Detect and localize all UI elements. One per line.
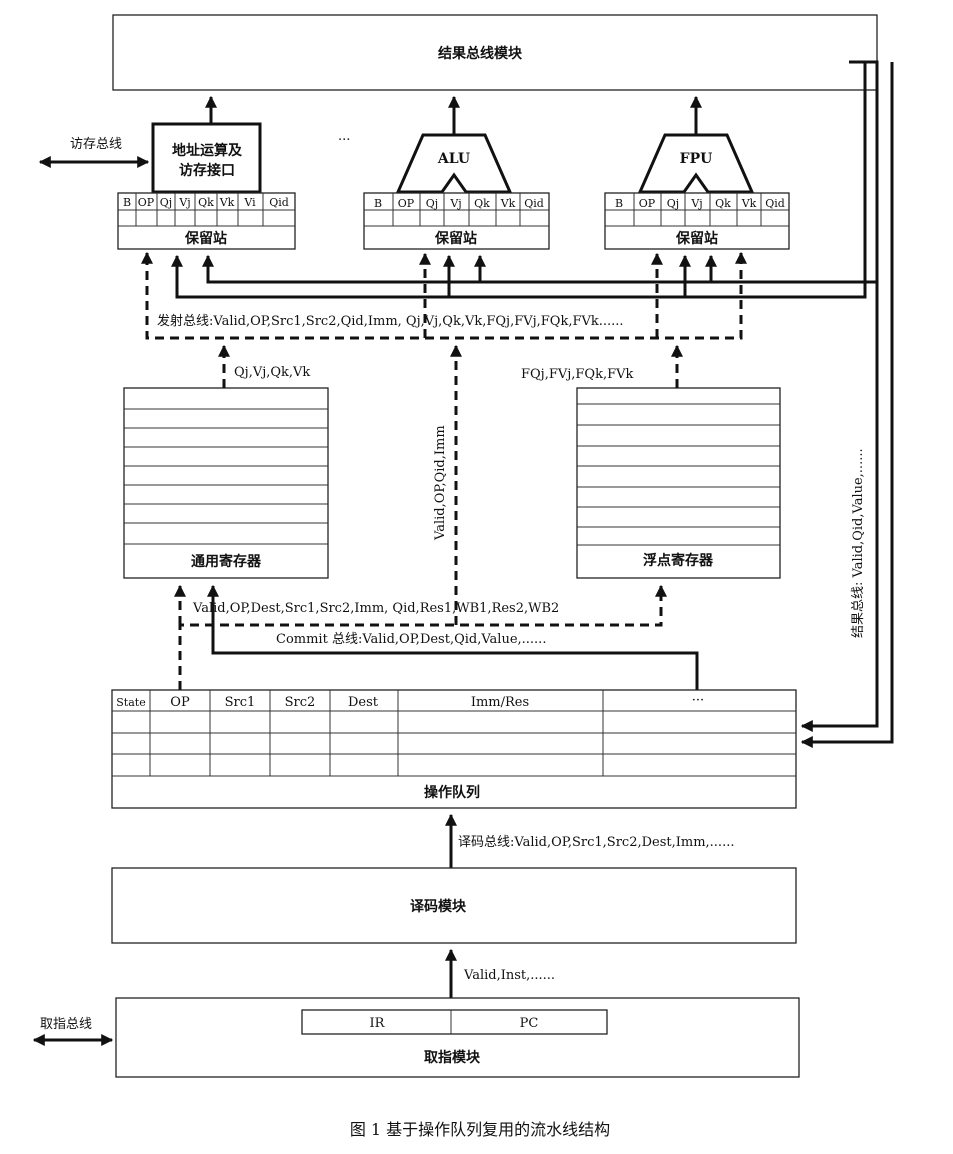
rs3-label: 保留站 [675,230,718,247]
queue-to-registers-label: Valid,OP,Dest,Src1,Src2,Imm, Qid,Res1,WB… [192,601,559,616]
decode-module-label: 译码模块 [410,898,467,915]
reservation-station-1: B OP Qj Vj Qk Vk Vi Qid 保留站 [117,192,296,250]
result-bus-module: 结果总线模块 [112,14,878,91]
address-unit: 地址运算及 访存接口 [151,122,262,194]
rs1-field-qk: Qk [198,196,214,209]
address-unit-line1: 地址运算及 [172,142,243,159]
address-unit-line2: 访存接口 [179,162,235,179]
more-units-ellipsis: ... [338,129,350,144]
rs3-field-vk: Vk [741,197,757,210]
alu-unit: ALU [395,133,513,194]
rs3-field-qid: Qid [765,197,785,210]
decode-bus-label: 译码总线:Valid,OP,Src1,Src2,Dest,Imm,...... [458,835,734,850]
queue-header-more: ··· [692,693,704,708]
commit-bus-label: Commit 总线:Valid,OP,Dest,Qid,Value,...... [276,632,546,647]
general-registers-label: 通用寄存器 [191,553,262,570]
rs1-field-b: B [123,196,131,209]
rs3-field-qj: Qj [667,197,679,210]
operation-queue-label: 操作队列 [424,784,480,801]
rs3-field-vj: Vj [690,197,702,210]
alu-label: ALU [437,151,470,167]
result-bus-feedback-lines [171,60,894,748]
rs2-label: 保留站 [434,230,477,247]
rs3-field-b: B [615,197,623,210]
fetch-to-decode-label: Valid,Inst,...... [463,968,555,983]
queue-header-dest: Dest [348,695,379,710]
rs1-field-vk: Vk [219,196,235,209]
rs3-field-op: OP [639,197,656,210]
operation-queue: State OP Src1 Src2 Dest Imm/Res ··· 操作队列 [111,689,797,809]
float-registers: 浮点寄存器 [576,387,781,579]
queue-header-state: State [116,696,145,709]
fpu-unit: FPU [637,133,755,194]
figure-caption: 图 1 基于操作队列复用的流水线结构 [350,1120,610,1139]
issue-bus-label: 发射总线:Valid,OP,Src1,Src2,Qid,Imm, Qj,Vj,Q… [157,313,624,329]
pc-register: PC [520,1016,539,1031]
fetch-bus-label: 取指总线 [40,1017,92,1032]
rs1-label: 保留站 [184,230,227,247]
fetch-module: IR PC 取指模块 [115,997,800,1078]
fpr-output-label: FQj,FVj,FQk,FVk [521,367,634,382]
rs2-field-vk: Vk [500,197,516,210]
result-bus-vertical-label: 结果总线: Valid,Qid,Value,...... [851,448,866,638]
rs2-field-qk: Qk [474,197,490,210]
queue-header-src1: Src1 [225,695,256,710]
queue-header-src2: Src2 [285,695,316,710]
fetch-bus: 取指总线 [32,1017,114,1046]
mem-bus: 访存总线 [38,137,150,168]
decode-module: 译码模块 [111,867,797,944]
float-registers-label: 浮点寄存器 [643,552,714,569]
reservation-station-3: B OP Qj Vj Qk Vk Qid 保留站 [604,192,790,250]
rs1-field-qj: Qj [160,196,172,209]
fpu-label: FPU [680,151,713,167]
rs1-field-qid: Qid [269,196,289,209]
issue-bus: 发射总线:Valid,OP,Src1,Src2,Qid,Imm, Qj,Vj,Q… [141,251,747,340]
queue-header-op: OP [170,695,190,710]
rs1-field-vi: Vi [243,196,256,209]
rs2-field-vj: Vj [449,197,461,210]
queue-to-registers-bus: Valid,OP,Dest,Src1,Src2,Imm, Qid,Res1,WB… [174,584,667,690]
reservation-station-2: B OP Qj Vj Qk Vk Qid 保留站 [363,192,550,250]
rs2-field-b: B [374,197,382,210]
commit-bus: Commit 总线:Valid,OP,Dest,Qid,Value,...... [207,584,699,690]
rs1-field-vj: Vj [178,196,190,209]
general-registers: 通用寄存器 [123,387,329,579]
center-vertical-label: Valid,OP,Qid,Imm [433,425,448,541]
result-bus-module-label: 结果总线模块 [438,45,523,62]
ir-register: IR [370,1016,386,1031]
rs2-field-op: OP [398,197,415,210]
rs1-field-op: OP [138,196,155,209]
fetch-module-label: 取指模块 [424,1049,481,1066]
rs2-field-qid: Qid [524,197,544,210]
mem-bus-label: 访存总线 [70,137,122,152]
rs2-field-qj: Qj [426,197,438,210]
queue-header-imm-res: Imm/Res [471,695,529,710]
rs3-field-qk: Qk [715,197,731,210]
gpr-output-label: Qj,Vj,Qk,Vk [234,365,310,380]
